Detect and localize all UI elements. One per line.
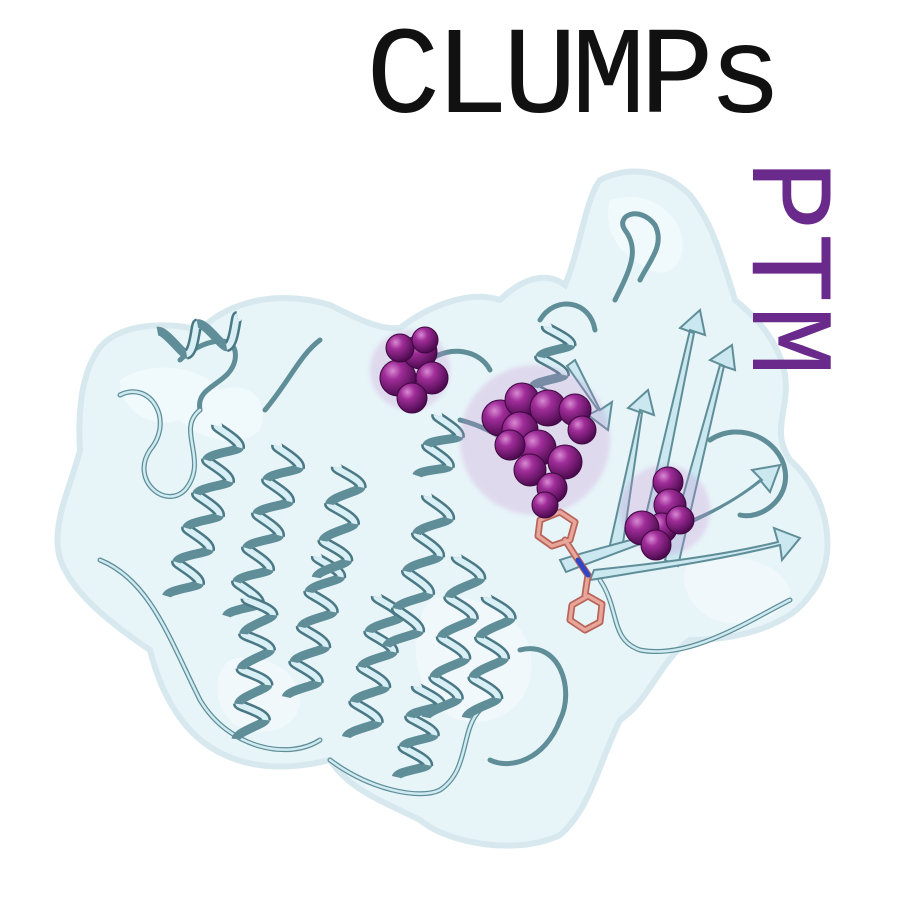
helix — [222, 440, 305, 619]
helix — [421, 551, 487, 720]
residue-sphere — [411, 326, 439, 354]
helix — [391, 681, 447, 780]
helix — [156, 310, 243, 360]
residue-sphere — [665, 505, 695, 535]
residue-sphere — [385, 333, 415, 363]
helix — [461, 592, 517, 720]
helix — [311, 462, 367, 580]
residue-sphere — [640, 529, 672, 561]
highlighted-residues — [370, 326, 710, 561]
helix — [162, 420, 245, 599]
helix — [382, 490, 455, 650]
residue-sphere — [567, 415, 597, 445]
helix — [281, 551, 347, 700]
helix — [412, 410, 465, 479]
residue-sphere — [494, 429, 526, 461]
residue-sphere — [513, 453, 547, 487]
logo-subtitle: PTM — [717, 160, 850, 379]
residue-sphere — [396, 382, 428, 414]
ligand-stick-model — [534, 498, 606, 634]
residue-sphere — [415, 361, 449, 395]
logo-title: CLUMPs — [366, 10, 782, 150]
protein-cartoon — [97, 211, 793, 797]
helix — [231, 593, 279, 742]
helices — [156, 310, 577, 780]
residue-sphere — [547, 444, 583, 480]
residue-sphere — [531, 491, 559, 519]
